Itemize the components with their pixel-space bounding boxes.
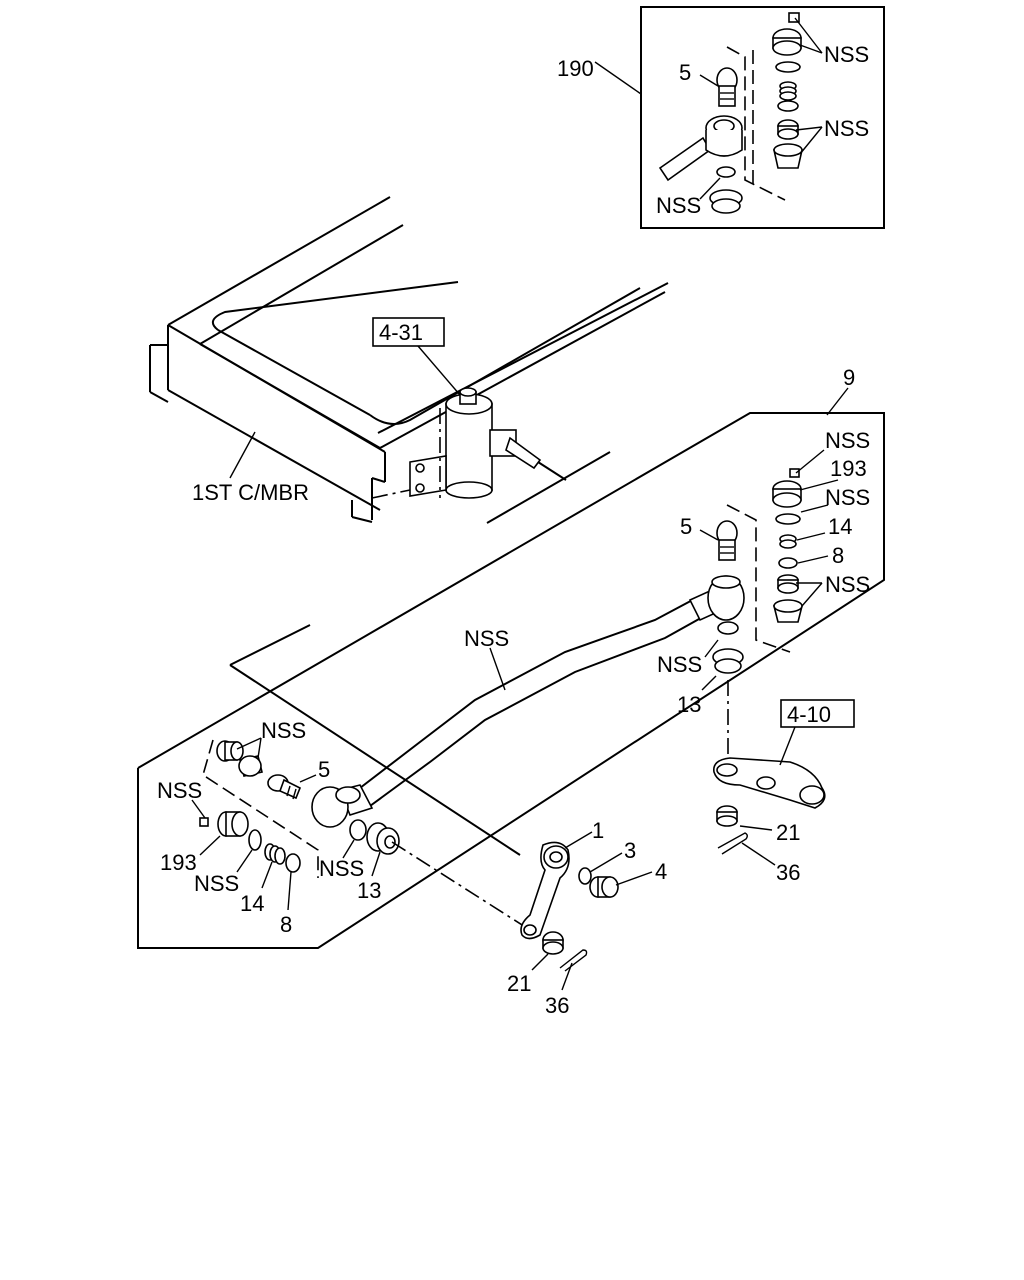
inset-spring [779, 81, 797, 101]
right-cotter-pin-36 [717, 832, 748, 855]
inset-frame [640, 6, 885, 229]
washer-3 [578, 867, 592, 885]
right-column-parts [772, 468, 804, 623]
callout-5-left: 5 [318, 757, 330, 782]
left-ball-stud [267, 774, 302, 800]
leader-1st-cmbr [229, 431, 256, 479]
callout-9: 9 [843, 365, 855, 390]
callout-13-r: 13 [677, 692, 701, 717]
callout-4: 4 [655, 859, 667, 884]
inset-o-ring [775, 61, 801, 73]
callout-190: 190 [557, 56, 594, 81]
nut-4 [589, 876, 619, 898]
left-o-ring [248, 829, 262, 851]
left-seat-nss [216, 740, 263, 777]
left-washer-8 [285, 853, 301, 873]
callout-nss-tube: NSS [464, 626, 509, 651]
leader-190 [594, 61, 642, 95]
left-bracket [202, 739, 319, 878]
inset-ball-stud [716, 67, 738, 107]
callout-21-r: 21 [776, 820, 800, 845]
callout-nss-l2: NSS [157, 778, 202, 803]
drag-link-assembly-outline [137, 387, 885, 949]
callout-nss-inset-a: NSS [824, 42, 869, 67]
callout-nss-l3: NSS [194, 871, 239, 896]
left-cap-193 [217, 811, 249, 837]
callout-nss-l4: NSS [319, 856, 364, 881]
inset-cap [772, 28, 802, 56]
callout-36-r: 36 [776, 860, 800, 885]
ref-box-4-10 [780, 699, 855, 728]
ref-4-31: 4-31 [379, 320, 423, 345]
left-axis [391, 841, 531, 931]
idler-arm [520, 841, 570, 940]
right-ring [717, 621, 739, 635]
callout-8-r: 8 [832, 543, 844, 568]
callout-nss-r3: NSS [825, 572, 870, 597]
inset-seat [777, 119, 799, 140]
left-spring-14 [264, 843, 286, 865]
leader-4-31 [417, 345, 461, 396]
leader-4-10 [779, 726, 796, 766]
right-bracket [726, 504, 791, 653]
callout-1: 1 [592, 818, 604, 843]
right-ball-stud [699, 520, 738, 561]
right-boot-13 [712, 648, 744, 674]
inset-tie-rod-end [658, 115, 743, 182]
frame-label: 1ST C/MBR [192, 480, 309, 505]
callout-5-right: 5 [680, 514, 692, 539]
drag-link-tube [311, 575, 745, 828]
callout-nss-inset-c: NSS [656, 193, 701, 218]
callout-193-l: 193 [160, 850, 197, 875]
callout-nss-l1: NSS [261, 718, 306, 743]
callout-5-inset: 5 [679, 60, 691, 85]
frame-crossmember [149, 196, 669, 524]
steering-gear [371, 387, 567, 499]
callout-21-l: 21 [507, 971, 531, 996]
inset-bracket [726, 46, 786, 201]
inset-ring-small [716, 166, 736, 178]
callout-8-l: 8 [280, 912, 292, 937]
left-cotter-pin-36 [559, 949, 588, 972]
callout-14-l: 14 [240, 891, 264, 916]
right-nut-21 [716, 805, 738, 827]
left-ring-nss [349, 819, 367, 841]
ref-4-10: 4-10 [787, 702, 831, 727]
inset-190 [594, 6, 885, 229]
callout-13-l: 13 [357, 878, 381, 903]
inset-washer [777, 100, 799, 112]
pitman-arm [713, 757, 826, 809]
callout-nss-inset-b: NSS [824, 116, 869, 141]
inset-grease-nipple [788, 12, 800, 23]
left-grease-nipple [199, 817, 209, 827]
callout-3: 3 [624, 838, 636, 863]
ref-box-4-31 [372, 317, 445, 347]
inset-retainer [773, 143, 803, 169]
callout-36-l: 36 [545, 993, 569, 1018]
left-boot-13 [366, 822, 400, 855]
leader-nss-tube [489, 647, 506, 691]
callout-nss-r4: NSS [657, 652, 702, 677]
callout-nss-r1: NSS [825, 428, 870, 453]
inset-dust-boot [709, 189, 743, 214]
left-nut-21 [542, 931, 564, 955]
callout-14-r: 14 [828, 514, 852, 539]
callout-nss-r2: NSS [825, 485, 870, 510]
callout-193-r: 193 [830, 456, 867, 481]
